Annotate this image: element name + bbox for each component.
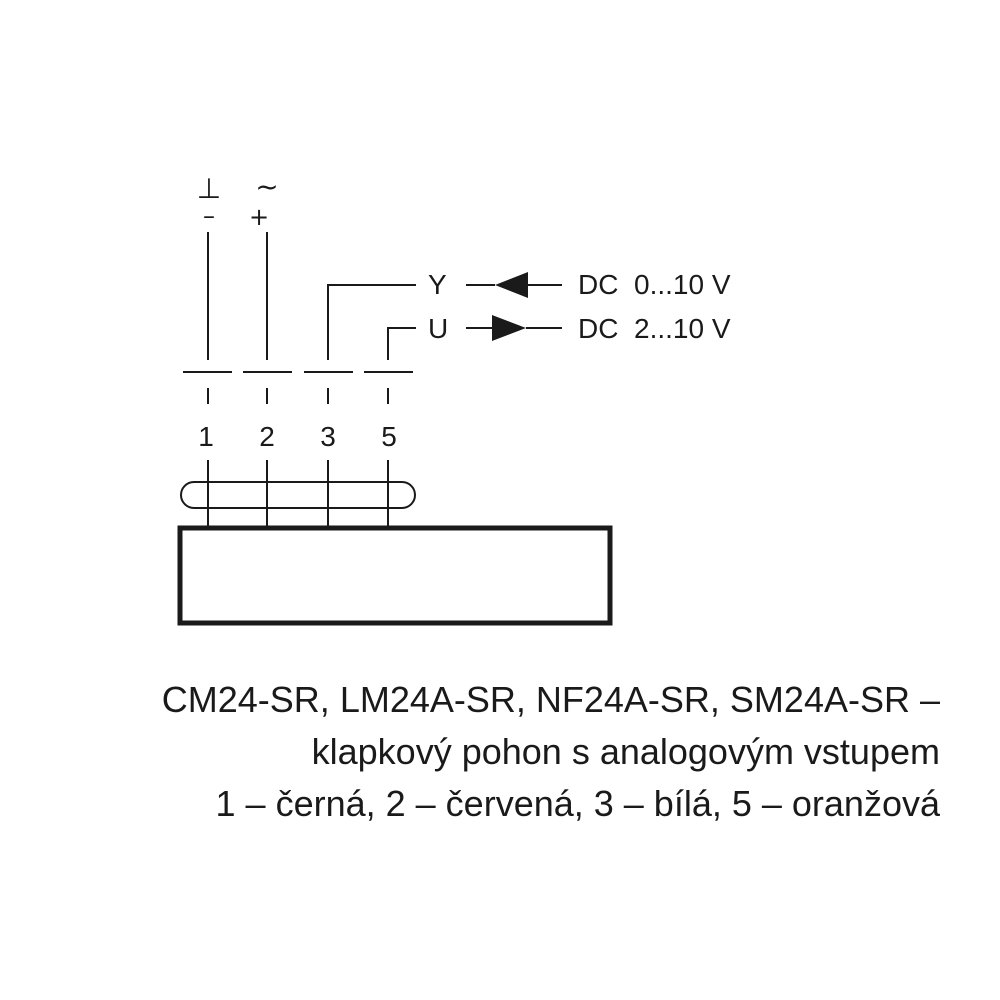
arrow-right-icon: [492, 315, 526, 341]
wire-5-upper: [387, 327, 416, 360]
terminal-number-1: 1: [198, 421, 214, 452]
ground-symbol: ⊥: [197, 172, 221, 205]
signal-u-label: U: [428, 313, 448, 344]
terminal-number-3: 3: [320, 421, 336, 452]
plus-sign: +: [249, 203, 269, 231]
signal-y-label: Y: [428, 269, 447, 300]
terminal-number-5: 5: [381, 421, 397, 452]
arrow-left-icon: [495, 272, 528, 298]
wire-3-upper: [327, 284, 416, 360]
caption-line-2: klapkový pohon s analogovým vstupem: [311, 731, 940, 772]
caption-line-3: 1 – černá, 2 – červená, 3 – bílá, 5 – or…: [215, 783, 940, 824]
actuator-body: [177, 525, 613, 626]
caption-line-1: CM24-SR, LM24A-SR, NF24A-SR, SM24A-SR –: [161, 679, 940, 720]
cable-sheath: [180, 481, 416, 509]
signal-y-value: DC 0...10 V: [578, 269, 731, 300]
minus-sign: –: [203, 202, 215, 230]
signal-u-value: DC 2...10 V: [578, 313, 731, 344]
terminal-number-2: 2: [259, 421, 275, 452]
ac-symbol: ~: [255, 170, 278, 203]
